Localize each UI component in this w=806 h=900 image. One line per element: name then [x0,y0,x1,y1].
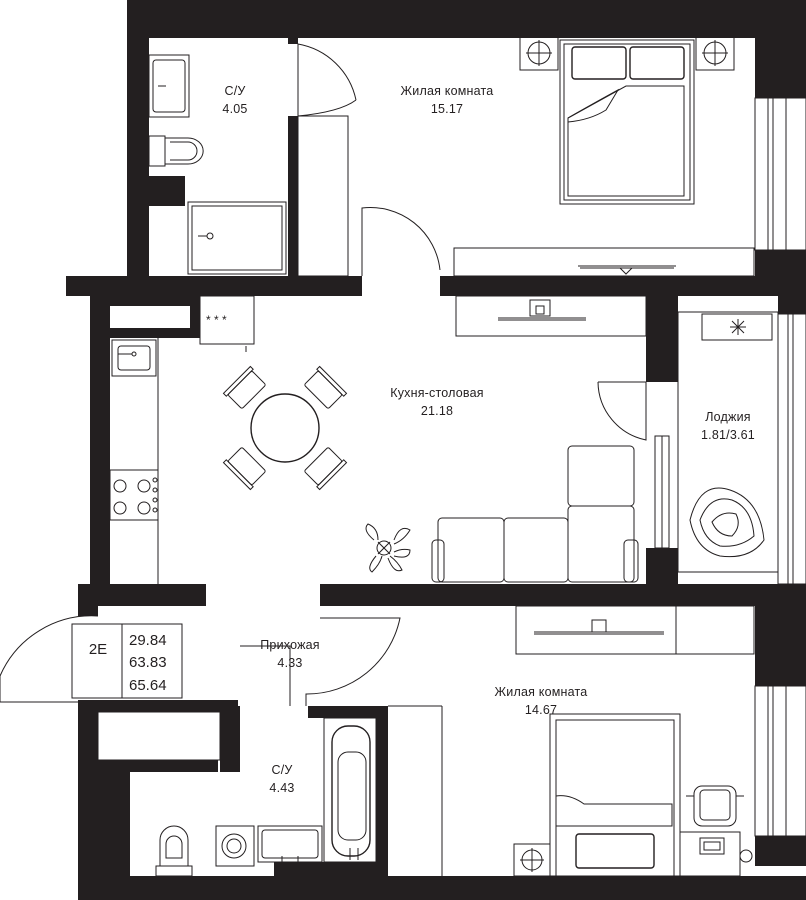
kitchen-counter [109,338,159,584]
room-area-kitchen: 21.18 [421,404,453,418]
room-area-hallway: 4.33 [277,656,302,670]
apartment-type: 2Е [89,641,107,658]
double-bed-1 [559,39,695,205]
room-name-bath-2: С/У [271,763,292,777]
desk [679,785,753,877]
room-name-kitchen: Кухня-столовая [390,386,484,400]
walls [66,0,806,900]
room-name-bedroom-1: Жилая комната [401,84,494,98]
sink-2 [257,825,323,863]
living-area: 29.84 [129,632,167,649]
dining-table [222,365,348,491]
toilet-1 [148,135,204,167]
nightstand-2 [513,843,551,877]
room-area-loggia: 1.81/3.61 [701,428,755,442]
apartment-info-box [71,623,183,699]
tv-console-kitchen [455,295,647,337]
total-area-with-loggia: 65.64 [129,677,167,694]
corner-sofa [431,445,639,583]
room-name-hallway: Прихожая [260,638,320,652]
shower-tray [187,201,287,275]
washing-machine [215,825,255,867]
room-area-bedroom-1: 15.17 [431,102,463,116]
bedside-table [519,35,735,71]
total-area: 63.83 [129,654,167,671]
windows [654,97,806,837]
room-area-bath-1: 4.05 [222,102,247,116]
svg-text:* * *: * * * [206,313,227,327]
single-bed [549,713,681,877]
apartment-info: 2Е 29.84 63.83 65.64 [89,632,167,694]
cooktop-counter: * * * [199,295,255,352]
room-name-bedroom-2: Жилая комната [495,685,588,699]
loggia-furniture [677,311,779,573]
bathtub [323,717,377,863]
furniture: * * * [71,35,779,877]
tv-console-2 [515,605,755,655]
plant [365,523,411,573]
doors [0,43,647,876]
tv-console-1 [453,247,755,277]
sink-1 [148,54,190,118]
room-labels: С/У 4.05 Жилая комната 15.17 Кухня-столо… [222,84,755,795]
room-name-loggia: Лоджия [705,410,751,424]
room-name-bath-1: С/У [224,84,245,98]
room-area-bedroom-2: 14.67 [525,703,557,717]
toilet-2 [155,825,193,877]
room-area-bath-2: 4.43 [269,781,294,795]
